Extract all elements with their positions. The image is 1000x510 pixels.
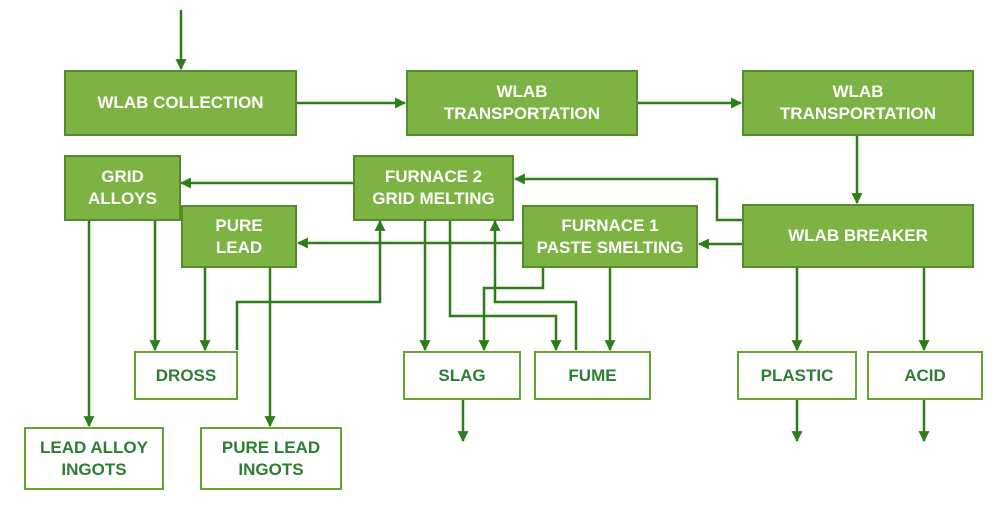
arrow-breaker-to-furnace-2 — [513, 173, 743, 222]
arrow-furnace-2-to-fume — [448, 221, 562, 352]
arrow-fume-to-furnace-2 — [489, 219, 578, 350]
node-wlab-breaker: WLAB BREAKER — [742, 204, 974, 268]
node-plastic: PLASTIC — [737, 351, 857, 400]
node-pure-lead-ingots: PURE LEAD INGOTS — [200, 427, 342, 490]
node-wlab-transportation-2: WLAB TRANSPORTATION — [742, 70, 974, 136]
node-furnace-1: FURNACE 1 PASTE SMELTING — [522, 205, 698, 268]
node-wlab-transportation-1: WLAB TRANSPORTATION — [406, 70, 638, 136]
node-dross: DROSS — [134, 351, 238, 400]
node-lead-alloy-ingots: LEAD ALLOY INGOTS — [24, 427, 164, 490]
node-slag: SLAG — [403, 351, 521, 400]
arrow-dross-to-furnace-2 — [235, 219, 386, 350]
node-pure-lead: PURE LEAD — [181, 205, 297, 268]
node-furnace-2: FURNACE 2 GRID MELTING — [353, 155, 514, 221]
arrow-furnace-1-to-slag — [478, 268, 545, 352]
node-wlab-collection: WLAB COLLECTION — [64, 70, 297, 136]
node-acid: ACID — [867, 351, 983, 400]
node-grid-alloys: GRID ALLOYS — [64, 155, 181, 221]
node-fume: FUME — [534, 351, 651, 400]
